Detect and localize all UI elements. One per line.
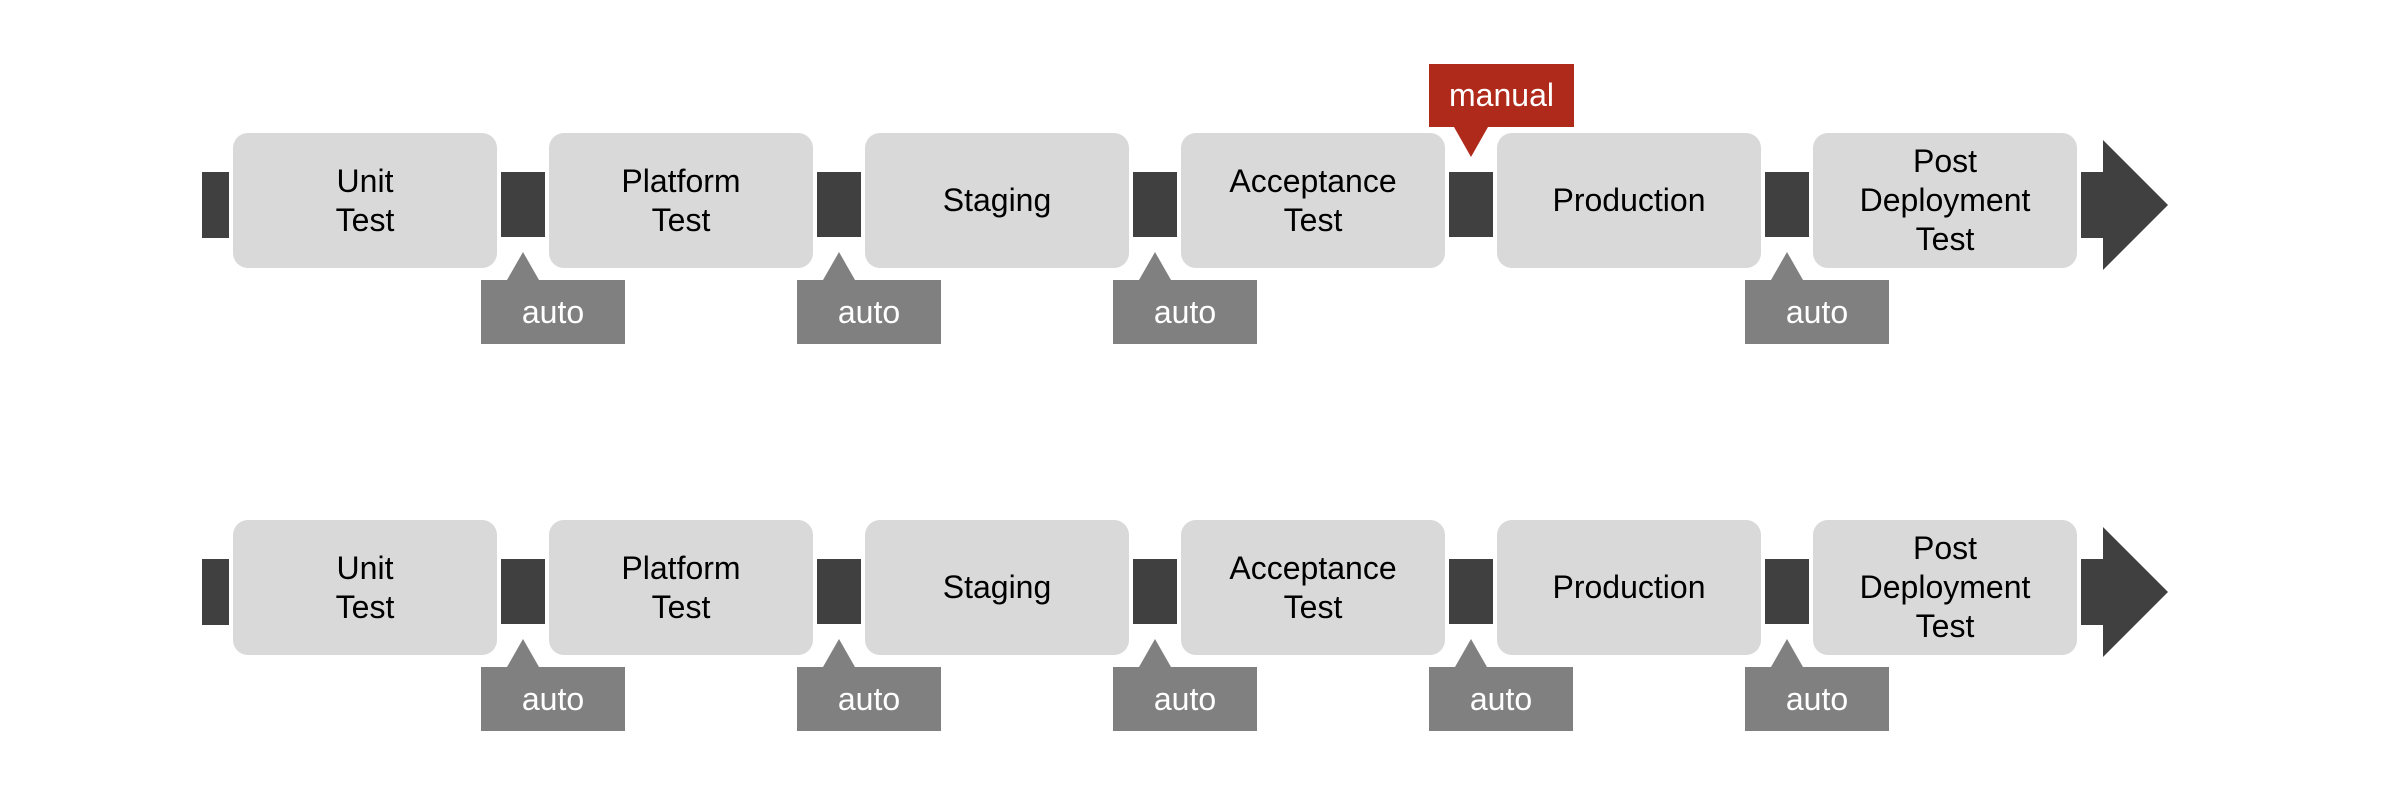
stage-connector: auto	[1113, 172, 1257, 344]
stage-box-production: Production	[1497, 520, 1761, 655]
stage-box-staging: Staging	[865, 133, 1129, 268]
arrow-shaft	[2081, 171, 2103, 238]
arrow-head	[2103, 526, 2168, 657]
gate-label: auto	[481, 280, 625, 344]
stage-connector: auto	[481, 172, 625, 344]
gate-pointer-up-icon	[1771, 252, 1803, 280]
gate-pointer-down-icon	[1454, 127, 1488, 157]
gate-label: auto	[797, 667, 941, 731]
stage-label: Production	[1552, 182, 1706, 218]
stage-label: Staging	[942, 182, 1052, 218]
gate-pointer-up-icon	[507, 639, 539, 667]
gate-label: auto	[797, 280, 941, 344]
pipeline-bottom: Unit Test auto Platform Test auto Stagin…	[202, 520, 2168, 731]
stage-label: Post Deployment Test	[1859, 143, 2031, 257]
stage-box-unit-test: Unit Test	[233, 520, 497, 655]
stage-label: Unit Test	[335, 162, 395, 238]
arrow-head	[2103, 139, 2168, 270]
pipeline-end-arrow-icon	[2081, 526, 2168, 657]
stage-connector: manual	[1429, 64, 1574, 237]
stage-connector: auto	[797, 559, 941, 731]
stage-label: Acceptance Test	[1229, 162, 1397, 238]
gate-pointer-up-icon	[823, 639, 855, 667]
stage-label: Staging	[942, 569, 1052, 605]
gate-pointer-up-icon	[1771, 639, 1803, 667]
stage-label: Platform Test	[621, 162, 741, 238]
stage-box-acceptance-test: Acceptance Test	[1181, 133, 1445, 268]
stage-connector: auto	[1745, 172, 1889, 344]
gate-label: auto	[1745, 280, 1889, 344]
stage-connector: auto	[797, 172, 941, 344]
stage-label: Unit Test	[335, 549, 395, 625]
stage-connector: auto	[481, 559, 625, 731]
pipeline-start-stub	[202, 171, 229, 238]
pipeline-start-stub	[202, 558, 229, 625]
stage-connector: auto	[1745, 559, 1889, 731]
gate-label: auto	[1745, 667, 1889, 731]
gate-pointer-up-icon	[507, 252, 539, 280]
stage-label: Acceptance Test	[1229, 549, 1397, 625]
gate-label: auto	[481, 667, 625, 731]
stage-box-post-deployment-test: Post Deployment Test	[1813, 520, 2077, 655]
stage-label: Post Deployment Test	[1859, 530, 2031, 644]
gate-pointer-up-icon	[1139, 639, 1171, 667]
stage-box-production: Production	[1497, 133, 1761, 268]
arrow-shaft	[2081, 558, 2103, 625]
stage-box-platform-test: Platform Test	[549, 520, 813, 655]
pipeline-top: Unit Test auto Platform Test auto Stagin…	[202, 64, 2168, 344]
stage-connector: auto	[1429, 559, 1573, 731]
gate-pointer-up-icon	[1139, 252, 1171, 280]
gate-label: auto	[1429, 667, 1573, 731]
stage-label: Platform Test	[621, 549, 741, 625]
gate-pointer-up-icon	[823, 252, 855, 280]
gate-pointer-up-icon	[1455, 639, 1487, 667]
stage-connector: auto	[1113, 559, 1257, 731]
stage-box-post-deployment-test: Post Deployment Test	[1813, 133, 2077, 268]
pipeline-end-arrow-icon	[2081, 139, 2168, 270]
stage-box-unit-test: Unit Test	[233, 133, 497, 268]
stage-box-acceptance-test: Acceptance Test	[1181, 520, 1445, 655]
stage-box-staging: Staging	[865, 520, 1129, 655]
gate-label: auto	[1113, 280, 1257, 344]
gate-label: manual	[1429, 64, 1574, 127]
stage-box-platform-test: Platform Test	[549, 133, 813, 268]
stage-label: Production	[1552, 569, 1706, 605]
gate-label: auto	[1113, 667, 1257, 731]
